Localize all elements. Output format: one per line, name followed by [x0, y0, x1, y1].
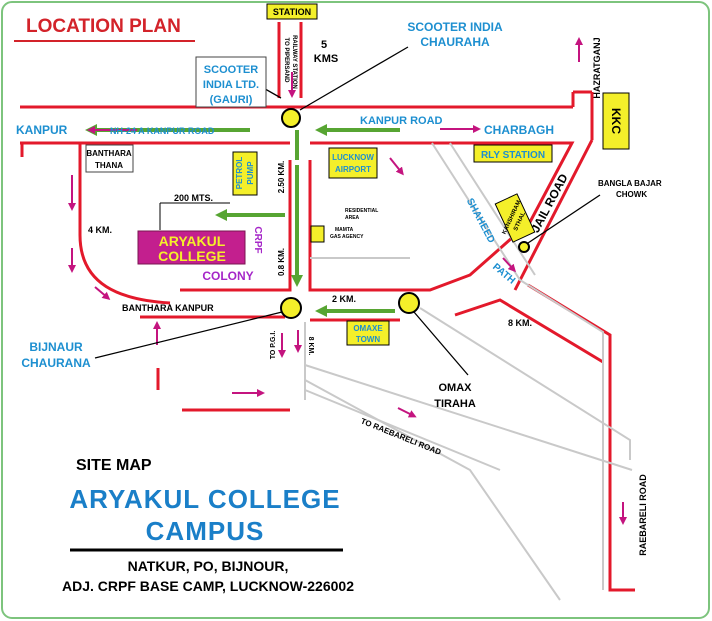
dist-8b-label: 8 KM. [307, 337, 314, 356]
bijnaur-chaurana-marker [280, 297, 302, 319]
station-box [266, 3, 318, 20]
lucknow-airport-label: LUCKNOW [332, 153, 374, 162]
bijnaur-chaurana-label: CHAURANA [21, 356, 91, 370]
magenta-arrows [68, 37, 627, 525]
bangla-bajar-label: CHOWK [616, 190, 647, 199]
petrol-pump-label: PETROL [235, 157, 244, 190]
gray-roads [304, 142, 633, 601]
omax-tiraha-label: TIRAHA [434, 398, 476, 410]
leader-lines [94, 46, 601, 376]
college-name: ARYAKUL COLLEGE [69, 484, 340, 514]
dist-4-label: 4 KM. [88, 225, 112, 235]
banthara-thana-box [85, 144, 134, 173]
omax-tiraha-label: OMAX [439, 382, 473, 394]
kkc-box [602, 92, 630, 150]
aryakul-college-label: ARYAKUL [159, 233, 226, 249]
raebareli-road-label: RAEBARELI ROAD [638, 474, 648, 556]
lucknow-airport-label: AIRPORT [335, 165, 371, 174]
kanshiram-sthal-box [494, 193, 536, 243]
rly-station-label: RLY STATION [481, 150, 545, 161]
banthara-thana-label: THANA [95, 161, 123, 170]
bangla-bajar-marker [518, 241, 530, 253]
omaxe-town-label: OMAXE [353, 324, 383, 333]
bangla-bajar-label: BANGLA BAJAR [598, 179, 662, 188]
kanpur-road-label: KANPUR ROAD [360, 115, 443, 127]
college-campus: CAMPUS [146, 516, 265, 546]
dist-5-label: 5 [321, 39, 327, 51]
lucknow-airport-box [328, 147, 378, 179]
omax-tiraha-marker [398, 292, 420, 314]
address-line-1: NATKUR, PO, BIJNOUR, [128, 558, 289, 574]
dist-8a-label: 8 KM. [508, 318, 532, 328]
shaheed-label: SHAHEED [464, 197, 497, 245]
banthara-kanpur-label: BANTHARA KANPUR [122, 303, 214, 313]
banthara-thana-label: BANTHARA [86, 149, 132, 158]
kms-label: KMS [314, 53, 338, 65]
scooter-india-ltd-label: (GAURI) [210, 94, 253, 106]
hazratganj-label: HAZRATGANJ [592, 37, 602, 98]
residential-area-label: RESIDENTIAL [345, 208, 378, 214]
scooter-india-ltd-label: SCOOTER [204, 64, 258, 76]
dist-250-label: 2.50 KM. [277, 161, 286, 193]
nh24-label: NH-24 A KANPUR ROAD [110, 126, 215, 136]
scooter-india-chauraha-label: CHAURAHA [420, 35, 490, 49]
mamta-gas-label: GAS AGENCY [330, 234, 364, 240]
site-map-label: SITE MAP [76, 457, 152, 474]
dist-08-label: 0.8 KM. [277, 248, 286, 276]
scooter-india-ltd-box [195, 56, 267, 108]
colony-label: COLONY [202, 269, 253, 283]
to-pgi-label: TO P.G.I. [270, 331, 277, 360]
petrol-pump-label: PUMP [246, 161, 255, 185]
dist-2-label: 2 KM. [332, 294, 356, 304]
station-label: STATION [273, 7, 311, 17]
to-pipersand-label: TO PIPERSAND [283, 38, 289, 84]
crpf-label: CRPF [252, 226, 263, 253]
address-line-2: ADJ. CRPF BASE CAMP, LUCKNOW-226002 [62, 578, 354, 594]
aryakul-college-label: COLLEGE [158, 248, 226, 264]
path-label: PATH [490, 262, 517, 287]
mamta-gas-label: MAMTA [335, 227, 354, 233]
kanpur-label: KANPUR [16, 123, 68, 137]
to-raebareli-label: TO RAEBARELI ROAD [360, 416, 443, 457]
scooter-india-ltd-label: INDIA LTD. [203, 79, 259, 91]
page-title: LOCATION PLAN [26, 16, 181, 37]
residential-area-label: AREA [345, 215, 360, 221]
bijnaur-chaurana-label: BIJNAUR [29, 340, 83, 354]
scooter-india-chauraha-label: SCOOTER INDIA [407, 20, 503, 34]
charbagh-label: CHARBAGH [484, 123, 554, 137]
scooter-india-chauraha-marker [281, 108, 301, 128]
petrol-pump-box [232, 151, 258, 196]
rly-station-box [473, 144, 553, 163]
railway-station-label: RAILWAY STATION [291, 35, 297, 89]
kkc-label: KKC [609, 108, 623, 134]
aryakul-college-box [137, 230, 246, 265]
omaxe-town-box [346, 320, 390, 346]
omaxe-town-label: TOWN [356, 335, 381, 344]
dist-200-label: 200 MTS. [174, 193, 213, 203]
mamta-gas-box [310, 225, 325, 243]
